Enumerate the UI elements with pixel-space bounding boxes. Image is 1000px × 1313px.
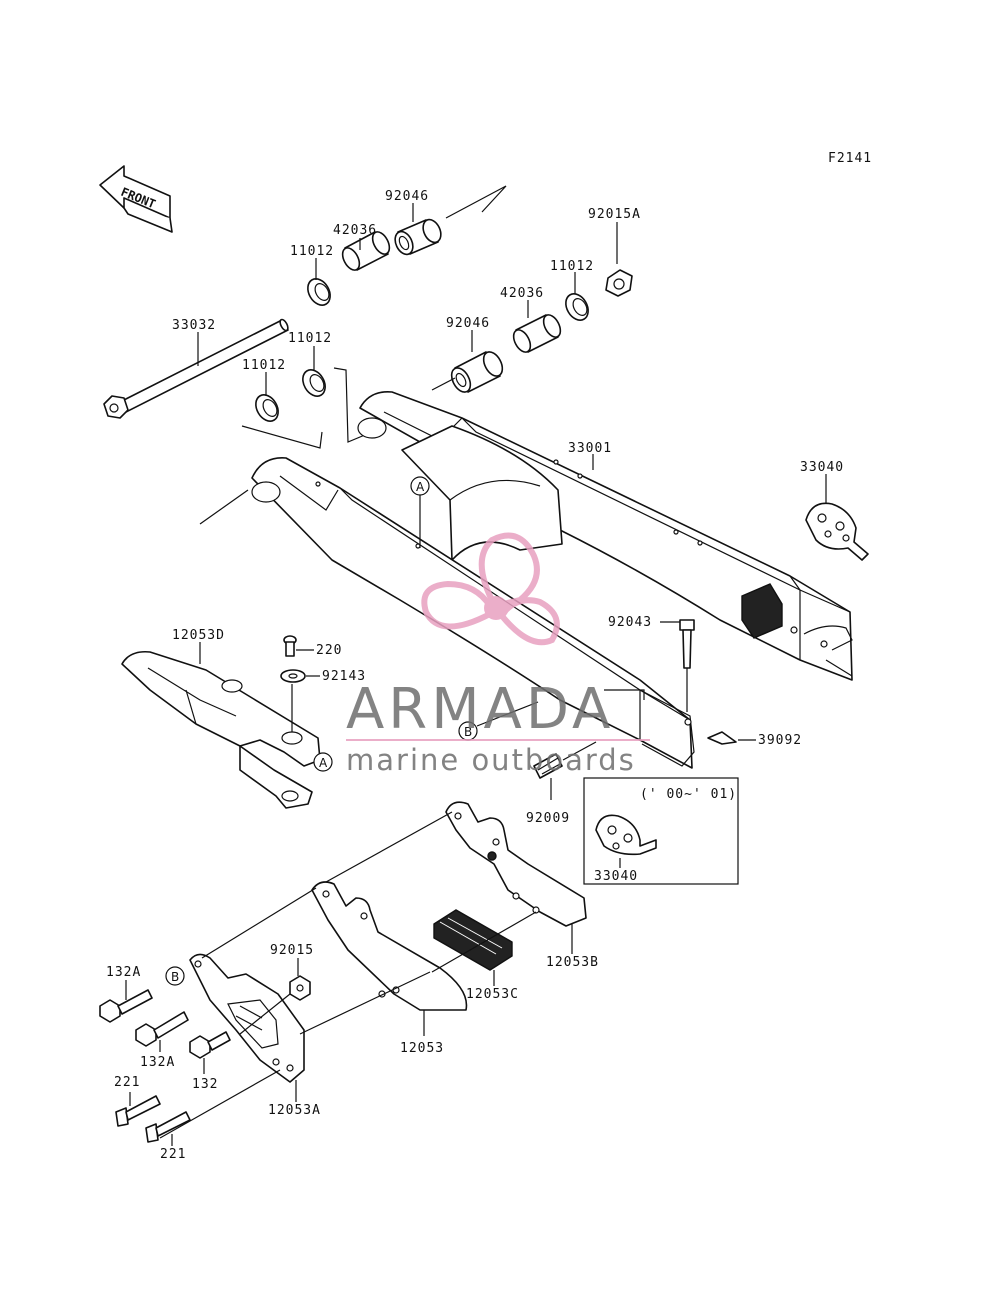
label-33001: 33001 bbox=[568, 441, 612, 456]
screw-92009 bbox=[533, 753, 563, 779]
screw-220 bbox=[283, 635, 297, 657]
needle-bearing-92046-top bbox=[394, 218, 442, 256]
needle-bearing-92046-mid bbox=[450, 351, 504, 393]
chain-adjuster-plate-33040 bbox=[805, 502, 869, 561]
label-12053B: 12053B bbox=[546, 955, 599, 970]
bolt-132 bbox=[189, 1031, 231, 1059]
label-11012-c: 11012 bbox=[288, 331, 332, 346]
watermark-tagline: marine outboards bbox=[346, 743, 636, 777]
label-11012-d: 11012 bbox=[242, 358, 286, 373]
seal-11012-d bbox=[255, 394, 279, 422]
washer-92143 bbox=[280, 669, 306, 683]
callout-a-guide-text: A bbox=[319, 756, 328, 770]
figure-code: F2141 bbox=[828, 151, 872, 166]
bolt-92043 bbox=[679, 619, 695, 669]
label-12053D: 12053D bbox=[172, 628, 225, 643]
label-92009: 92009 bbox=[526, 811, 570, 826]
label-92046-mid: 92046 bbox=[446, 316, 490, 331]
label-132A-a: 132A bbox=[106, 965, 141, 980]
screw-221-b bbox=[145, 1111, 191, 1143]
label-12053A: 12053A bbox=[268, 1103, 321, 1118]
label-221-a: 221 bbox=[114, 1075, 140, 1090]
label-92015A: 92015A bbox=[588, 207, 641, 222]
seal-11012-c bbox=[302, 369, 326, 397]
label-39092: 39092 bbox=[758, 733, 802, 748]
variant-note: (' 00~' 01) bbox=[640, 787, 737, 802]
collar-42036-mid bbox=[512, 314, 562, 353]
label-221-b: 221 bbox=[160, 1147, 186, 1162]
chain-guide-12053B bbox=[445, 801, 587, 927]
label-220: 220 bbox=[316, 643, 342, 658]
label-92143: 92143 bbox=[322, 669, 366, 684]
pivot-shaft-33032 bbox=[103, 318, 289, 419]
cotter-pin-39092 bbox=[707, 731, 737, 745]
bolt-132A-b bbox=[135, 1011, 189, 1047]
bolt-132A-a bbox=[99, 989, 153, 1023]
label-42036-top: 42036 bbox=[333, 223, 377, 238]
seal-11012-a bbox=[307, 278, 331, 306]
variant-box bbox=[583, 777, 739, 885]
guide-block-12053C bbox=[433, 909, 513, 971]
label-33040: 33040 bbox=[800, 460, 844, 475]
chain-guard-12053A bbox=[189, 953, 305, 1083]
propeller-logo-icon bbox=[421, 532, 560, 646]
label-11012-a: 11012 bbox=[290, 244, 334, 259]
watermark-brand: ARMADA bbox=[346, 677, 614, 742]
nut-92015A bbox=[605, 269, 633, 297]
seal-11012-b bbox=[565, 293, 589, 321]
callout-a-main-text: A bbox=[416, 480, 425, 494]
front-arrow-icon: FRONT bbox=[99, 165, 173, 233]
label-11012-b: 11012 bbox=[550, 259, 594, 274]
label-33040-box: 33040 bbox=[594, 869, 638, 884]
armada-watermark: ARMADA marine outboards bbox=[346, 532, 650, 777]
callout-a-guide bbox=[313, 752, 333, 772]
nut-92015 bbox=[289, 975, 311, 1001]
label-12053C: 12053C bbox=[466, 987, 519, 1002]
label-92046-top: 92046 bbox=[385, 189, 429, 204]
label-42036-mid: 42036 bbox=[500, 286, 544, 301]
label-92043: 92043 bbox=[608, 615, 652, 630]
chain-slider-12053D bbox=[121, 650, 321, 809]
callout-b-main-text: B bbox=[464, 725, 472, 739]
label-92015: 92015 bbox=[270, 943, 314, 958]
screw-221-a bbox=[115, 1095, 161, 1127]
collar-42036-top bbox=[341, 231, 391, 271]
label-12053: 12053 bbox=[400, 1041, 444, 1056]
callout-b-guard bbox=[165, 966, 185, 986]
label-132A-b: 132A bbox=[140, 1055, 175, 1070]
label-132: 132 bbox=[192, 1077, 218, 1092]
chain-adjuster-plate-33040-variant bbox=[595, 814, 657, 856]
callout-b-guard-text: B bbox=[171, 970, 179, 984]
swingarm-33001 bbox=[251, 391, 853, 769]
label-33032: 33032 bbox=[172, 318, 216, 333]
